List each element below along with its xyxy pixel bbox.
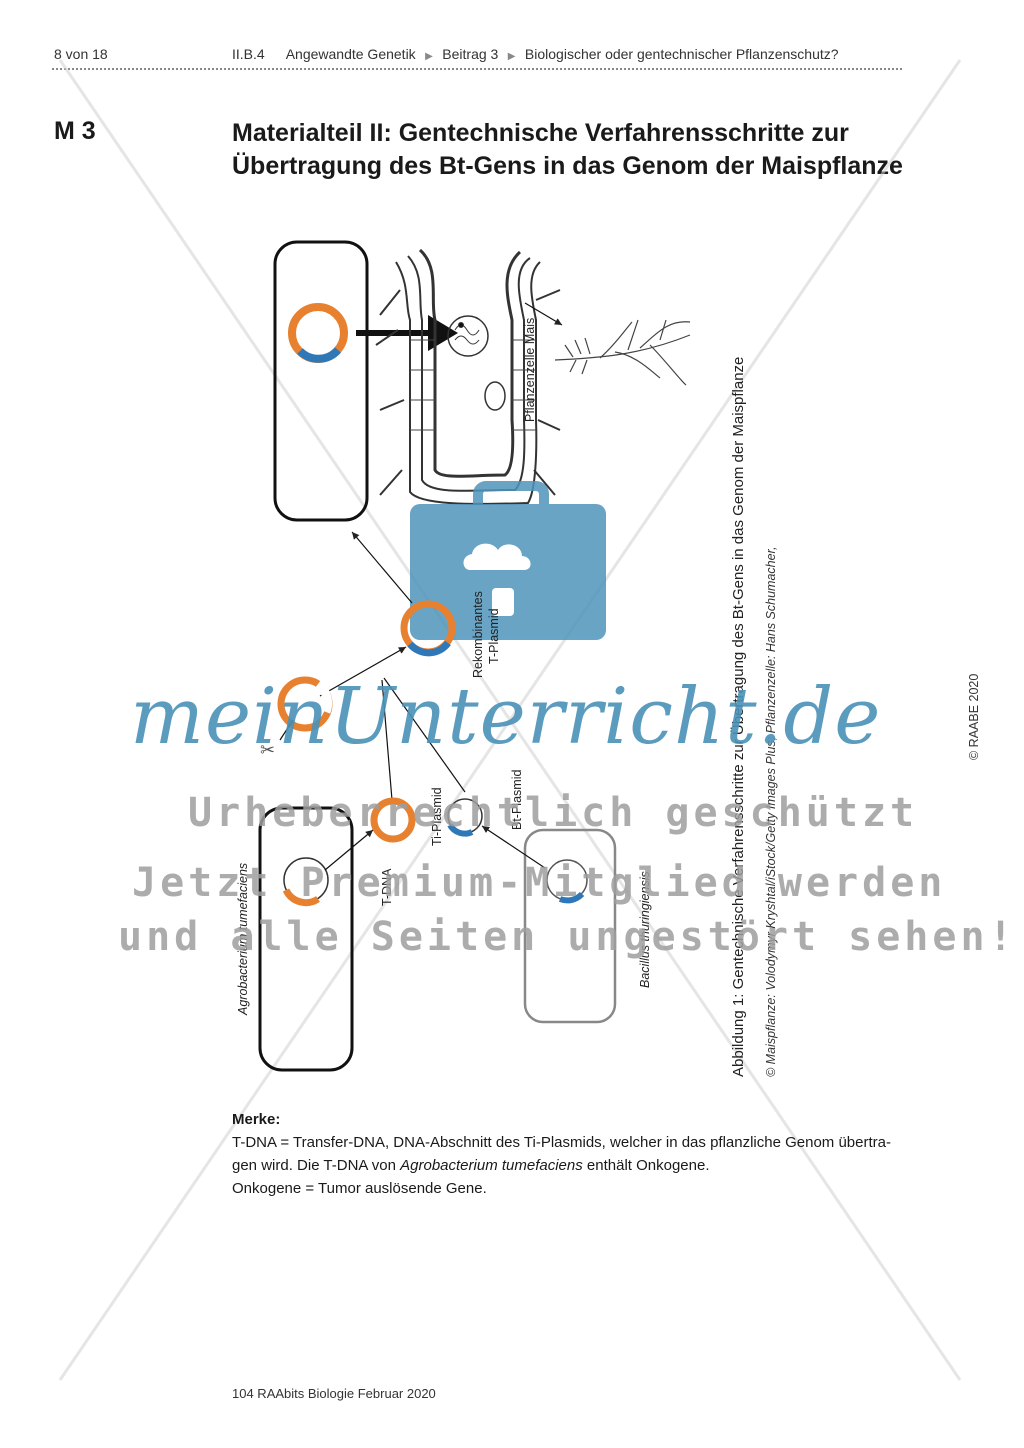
triangle-right-icon: ▶: [419, 51, 439, 62]
bacillus-bt-plasmid: [546, 859, 588, 904]
merke-line-2: gen wird. Die T-DNA von Agrobacterium tu…: [232, 1154, 912, 1177]
merke-line-3: Onkogene = Tumor auslösende Gene.: [232, 1180, 487, 1197]
breadcrumb-topic: Angewandte Genetik: [285, 46, 416, 62]
page-number: 8 von 18: [54, 46, 108, 62]
breadcrumb-subject: Biologischer oder gentechnischer Pflanze…: [524, 46, 839, 62]
agrobacterium-ti-plasmid: [282, 857, 329, 907]
label-recombinant-2: T-Plasmid: [487, 608, 501, 664]
watermark-line-1: Urheberrechtlich geschützt: [188, 790, 919, 836]
ti-plasmid-small: [370, 797, 416, 843]
page-footer: 104 RAAbits Biologie Februar 2020: [232, 1386, 436, 1401]
breadcrumb-article: Beitrag 3: [442, 46, 499, 62]
scissors-icon: ✂: [260, 740, 275, 760]
breadcrumb-section: II.B.4: [232, 46, 265, 62]
arrow-ti-to-recombinant: [319, 646, 407, 697]
arrow-bt-isolation: [481, 825, 546, 869]
cut-ti-plasmid: [277, 676, 333, 741]
merke-line-2-pre: gen wird. Die T-DNA von: [232, 1157, 401, 1174]
label-recombinant-1: Rekombinantes: [471, 591, 485, 678]
watermark-brand: meinUnterricht.de: [130, 672, 882, 762]
copyright-side: © RAABE 2020: [967, 673, 981, 760]
briefcase-watermark: [410, 481, 606, 640]
label-plant-cell: Pflanzenzelle Mais: [523, 317, 537, 422]
triangle-right-icon: ▶: [502, 51, 522, 62]
watermark-line-3: und alle Seiten ungestört sehen!: [118, 914, 1017, 960]
arrow-ti-isolation: [324, 829, 374, 871]
merke-line-2-post: enthält Onkogene.: [582, 1157, 710, 1174]
merke-line-2-italic: Agrobacterium tumefaciens: [400, 1157, 583, 1174]
breadcrumb: II.B.4 Angewandte Genetik ▶ Beitrag 3 ▶ …: [232, 46, 839, 62]
joining-line: [381, 679, 393, 801]
title-line-1: Materialteil II: Gentechnische Verfahren…: [232, 119, 849, 147]
bacillus-cell: [523, 828, 617, 1024]
corn-plant-sketch: [554, 319, 691, 386]
merke-section: Merke: T-DNA = Transfer-DNA, DNA-Abschni…: [232, 1108, 912, 1200]
arrow-to-plant: [524, 302, 563, 326]
material-label: M 3: [54, 117, 96, 145]
arrow-to-top-cell: [351, 531, 413, 604]
agrobacterium-cell: [258, 806, 354, 1072]
recombinant-plasmid-top: [288, 303, 348, 363]
title-line-2: Übertragung des Bt-Gens in das Genom der…: [232, 152, 903, 180]
merke-heading: Merke:: [232, 1111, 281, 1128]
bt-plasmid-small: [447, 798, 483, 837]
joining-line-bt: [383, 677, 466, 793]
merke-line-1: T-DNA = Transfer-DNA, DNA-Abschnitt des …: [232, 1134, 891, 1151]
page-title: Materialteil II: Gentechnische Verfahren…: [232, 117, 912, 183]
recombinant-t-plasmid: [400, 600, 456, 657]
watermark-line-2: Jetzt Premium-Mitglied werden: [132, 860, 947, 906]
header-divider: [52, 68, 902, 70]
agrobacterium-recombinant-cell: [273, 240, 369, 522]
watermark-diagonals: [58, 59, 962, 1381]
